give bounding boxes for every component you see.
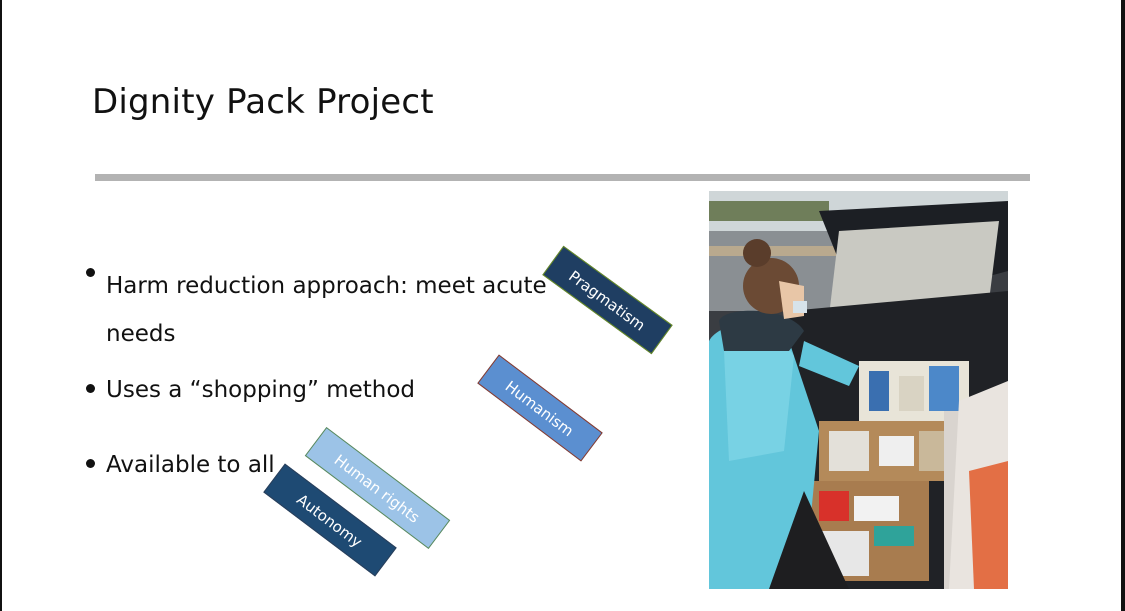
tag-pragmatism: Pragmatism <box>542 245 673 355</box>
car-trunk-photo <box>709 191 1008 589</box>
bullet-text: Available to all <box>106 452 275 478</box>
bullet-text-line: Harm reduction approach: meet acute <box>106 273 547 299</box>
tag-humanism: Humanism <box>477 354 603 462</box>
bullet-dot-icon <box>86 268 95 277</box>
bullet-text: Harm reduction approach: meet acute need… <box>106 262 547 358</box>
slide-title: Dignity Pack Project <box>92 82 434 122</box>
bullet-text-line: needs <box>106 321 176 347</box>
bullet-dot-icon <box>86 459 95 468</box>
bullet-dot-icon <box>86 384 95 393</box>
slide-right-border <box>1121 0 1125 611</box>
bullet-text: Uses a “shopping” method <box>106 377 416 403</box>
title-divider <box>95 174 1030 181</box>
photo-illustration <box>709 191 1008 589</box>
slide-left-border <box>0 0 2 611</box>
